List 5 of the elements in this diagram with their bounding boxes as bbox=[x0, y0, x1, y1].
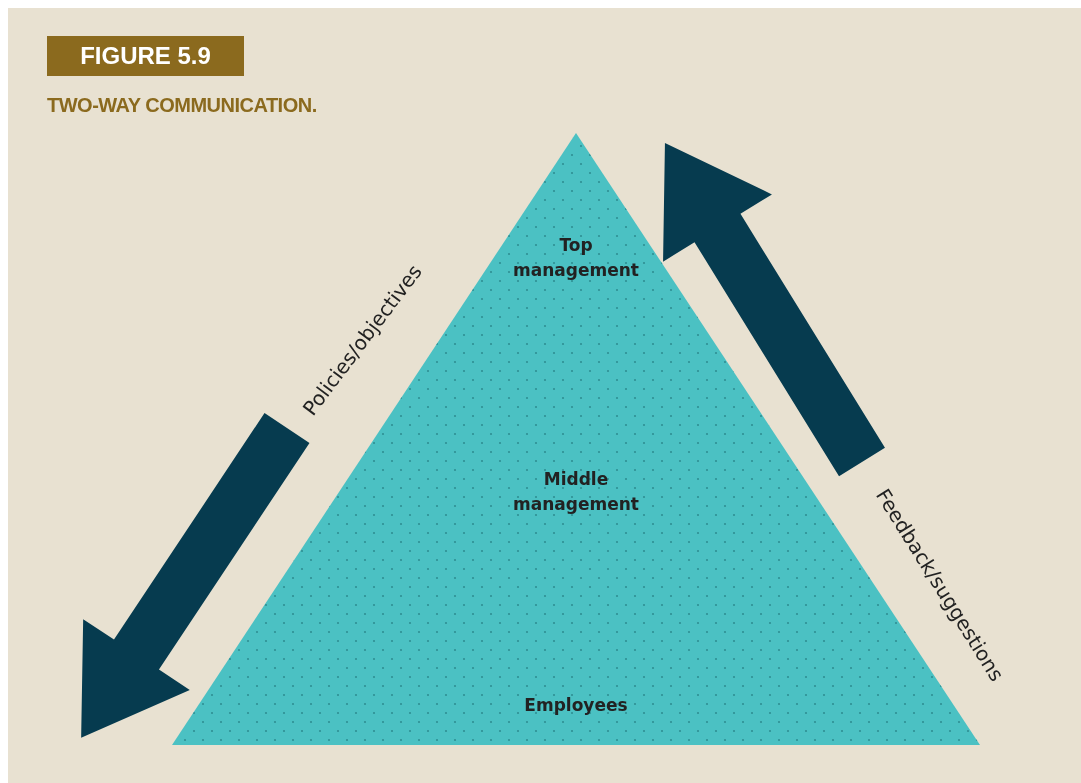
tier-label: Middle management bbox=[512, 468, 640, 516]
tier-label: Top management bbox=[512, 234, 640, 282]
tier-label: Employees bbox=[523, 694, 629, 717]
figure-number: FIGURE 5.9 bbox=[47, 36, 244, 76]
figure-title: TWO-WAY COMMUNICATION. bbox=[47, 94, 317, 117]
